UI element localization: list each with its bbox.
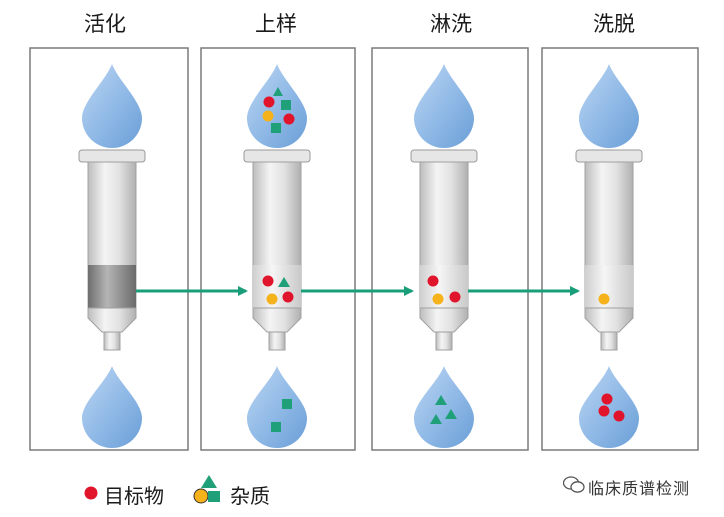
drop-bottom-washing [414, 366, 474, 448]
target-dot [449, 291, 461, 303]
target-dot [262, 275, 274, 287]
impurity-square [271, 422, 281, 432]
impurity-square [271, 123, 281, 133]
column-activation [78, 149, 146, 351]
legend-impurity-label: 杂质 [230, 484, 270, 508]
drop-top-loading [247, 64, 307, 148]
column-elution [575, 149, 643, 351]
impurity-triangle [445, 409, 457, 419]
impurity-dot [598, 293, 610, 305]
column-washing [410, 149, 478, 351]
step-title-loading: 上样 [255, 12, 297, 36]
target-dot [263, 96, 275, 108]
sorbent-particles-washing [427, 275, 461, 305]
drop-bottom-loading [247, 366, 307, 448]
legend-target-label: 目标物 [104, 484, 164, 508]
step-frame-elution [541, 47, 699, 451]
step-title-activation: 活化 [84, 12, 126, 36]
target-dot [613, 410, 625, 422]
impurity-dot [266, 293, 278, 305]
impurity-dot [432, 293, 444, 305]
step-frame-washing [371, 47, 529, 451]
target-dot [283, 113, 295, 125]
step-frame-loading [200, 47, 356, 451]
drop-top-activation [82, 64, 142, 148]
impurity-triangle [435, 395, 447, 405]
step-title-elution: 洗脱 [593, 12, 635, 36]
impurity-triangle [278, 277, 290, 287]
step-title-washing: 淋洗 [430, 12, 472, 36]
target-dot [601, 393, 613, 405]
sample-particles-top-drop [262, 87, 295, 133]
impurity-triangle [273, 87, 283, 96]
watermark-label: 临床质谱检测 [588, 479, 691, 498]
legend-target-dot [84, 486, 98, 500]
sorbent-particles-elution [598, 293, 610, 305]
column-loading [243, 149, 311, 351]
impurity-square [282, 399, 292, 409]
target-dot [282, 291, 294, 303]
drop-top-washing [414, 64, 474, 148]
effluent-particles-loading [271, 399, 292, 432]
impurity-dot [262, 110, 274, 122]
impurity-triangle [430, 414, 442, 424]
impurity-square [281, 100, 291, 110]
effluent-particles-washing [430, 395, 457, 424]
legend-impurity-symbols [193, 475, 220, 504]
wechat-icon [563, 476, 585, 493]
effluent-particles-elution [598, 393, 625, 422]
drop-top-elution [579, 64, 639, 148]
drop-bottom-elution [579, 366, 639, 448]
step-frame-activation [29, 47, 189, 451]
drop-bottom-activation [82, 366, 142, 448]
target-dot [427, 275, 439, 287]
sorbent-particles-loading [262, 275, 294, 305]
target-dot [598, 405, 610, 417]
